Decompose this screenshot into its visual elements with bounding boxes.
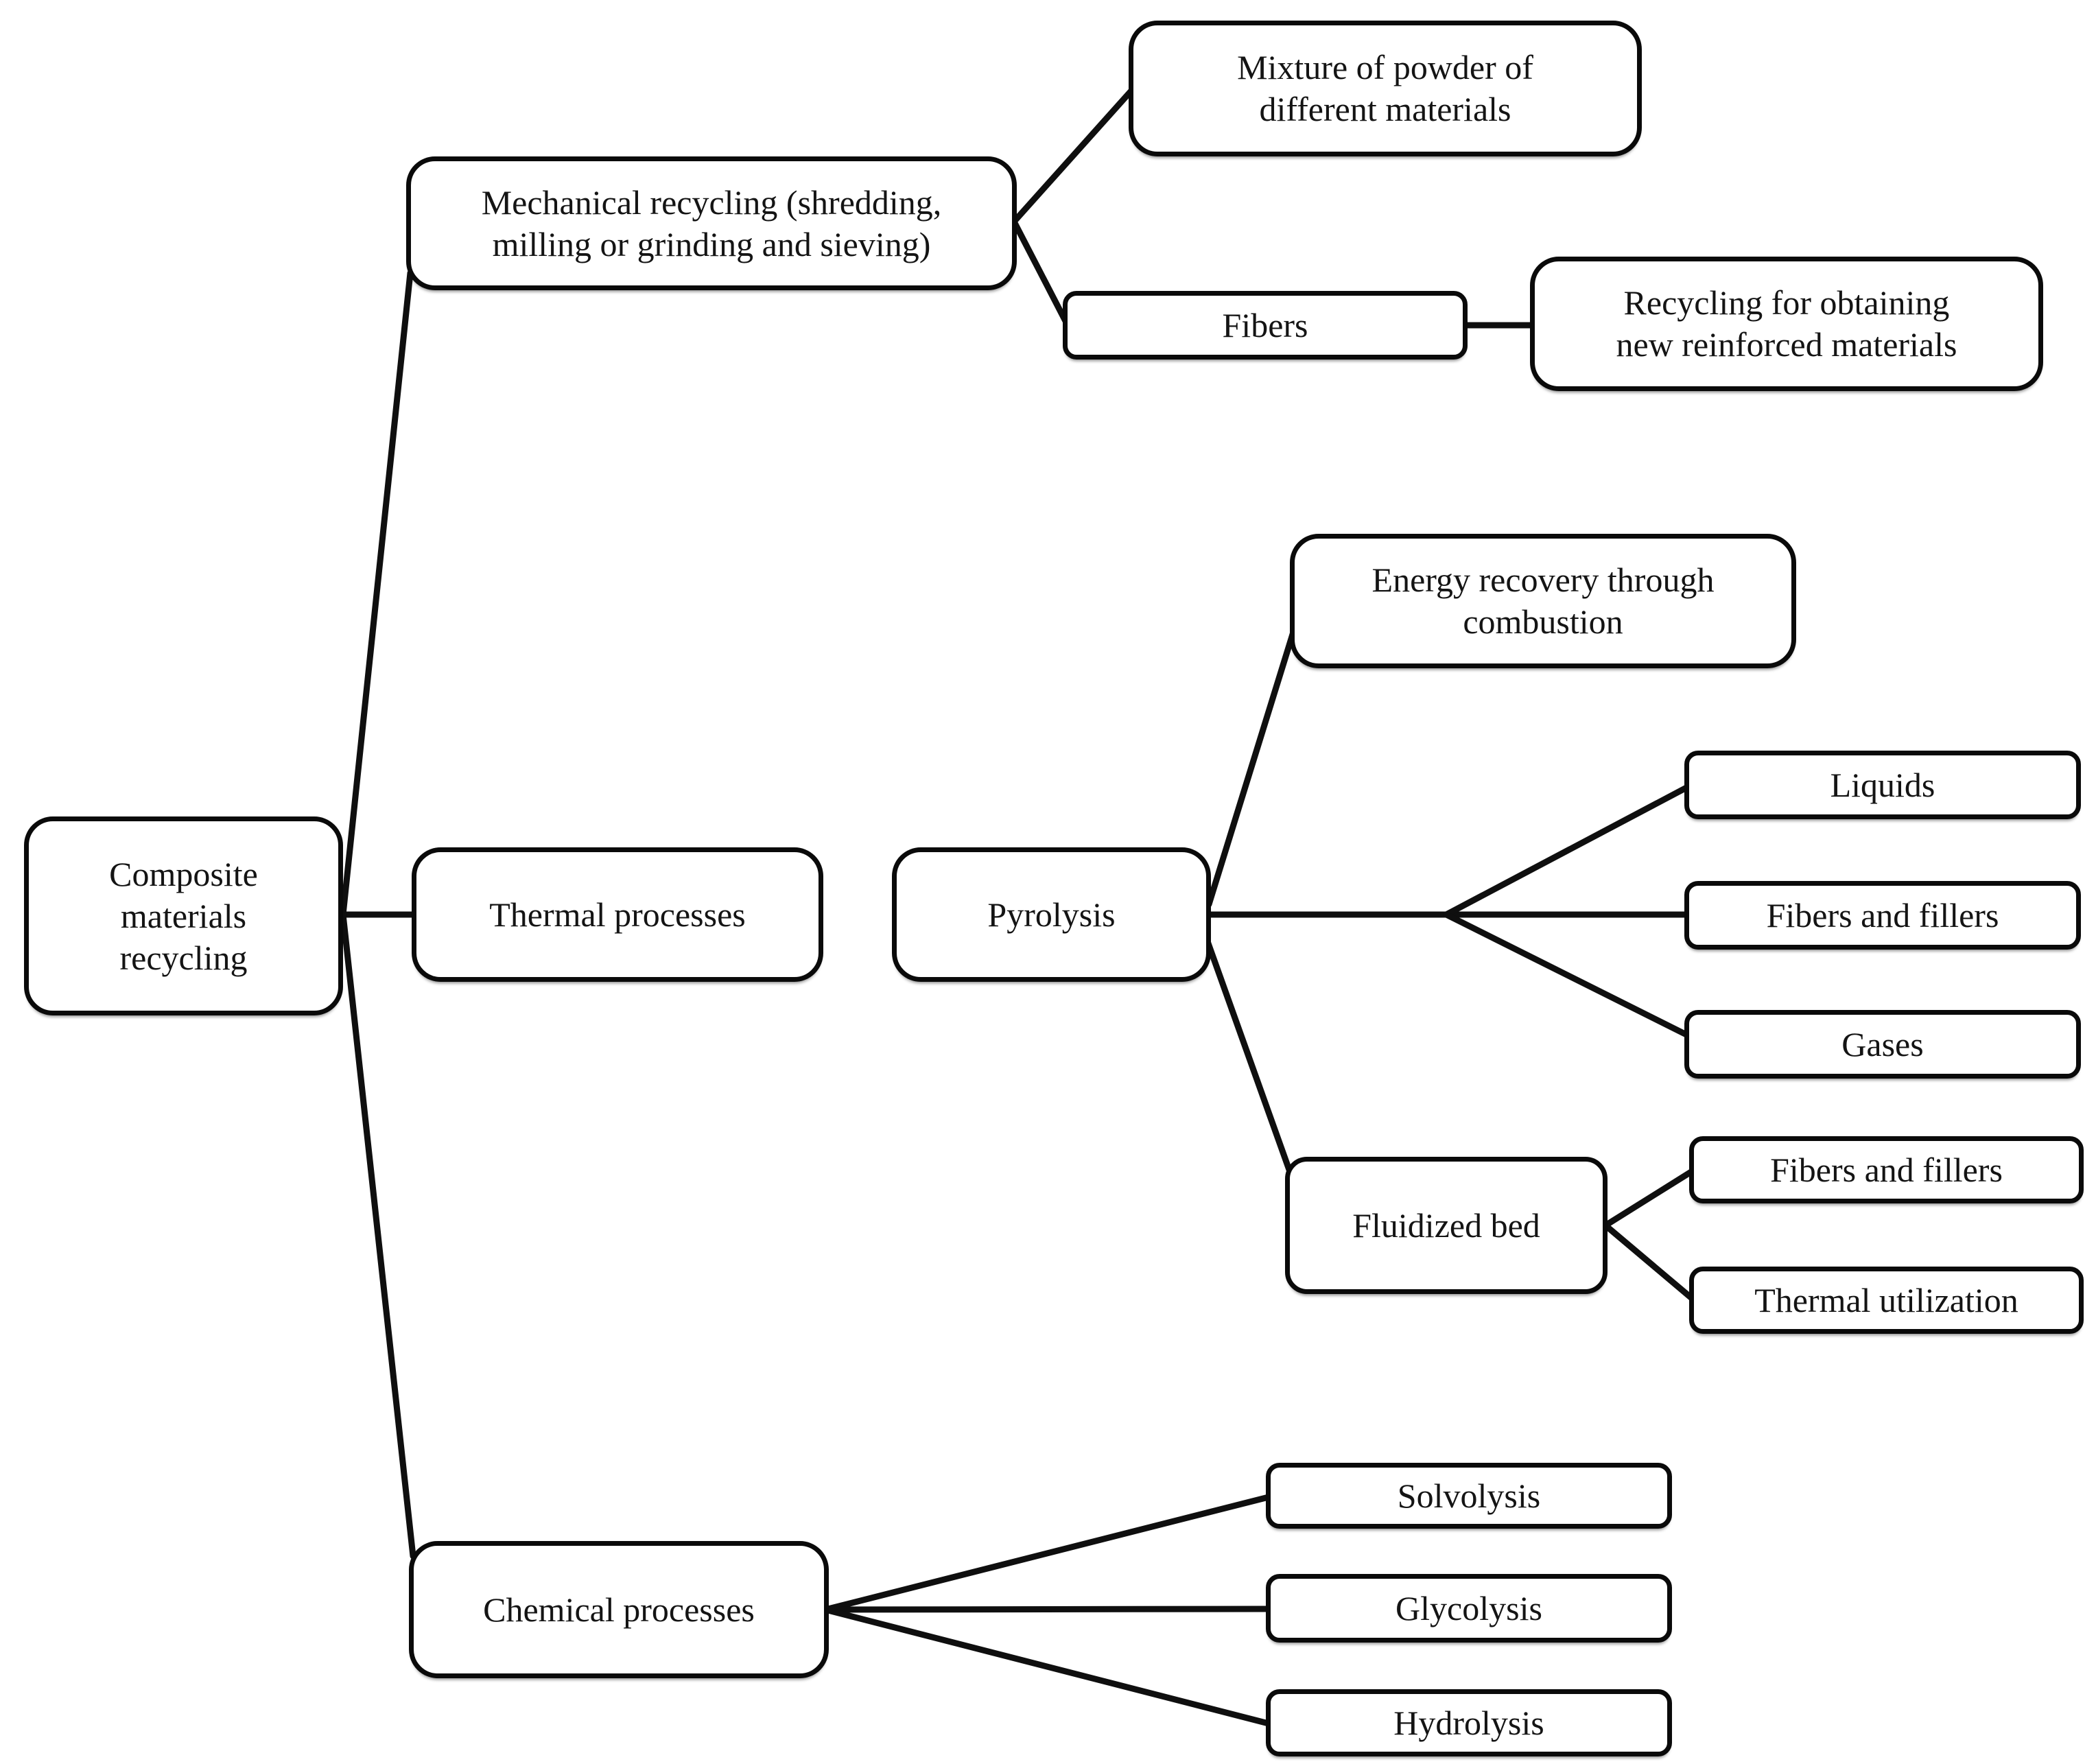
node-energy-recovery: Energy recovery through combustion (1290, 534, 1796, 668)
node-glycolysis: Glycolysis (1266, 1574, 1672, 1643)
connector-root-mechanical (340, 270, 414, 918)
node-recycling-new-reinforced: Recycling for obtaining new reinforced m… (1530, 257, 2043, 391)
node-thermal-processes: Thermal processes (412, 847, 823, 982)
connector-mechanical-fibers (1011, 218, 1069, 325)
node-mixture-of-powder: Mixture of powder of different materials (1129, 21, 1642, 156)
connector-fluidized-fibers-fillers2 (1602, 1167, 1697, 1229)
connector-chemical-solvolysis (822, 1494, 1272, 1613)
connector-root-chemical (340, 911, 416, 1560)
connector-pyrolysis-fluidized (1204, 938, 1293, 1173)
node-fibers-and-fillers-2: Fibers and fillers (1689, 1136, 2084, 1203)
connector-chemical-glycolysis (822, 1606, 1272, 1613)
node-mechanical-recycling: Mechanical recycling (shredding, milling… (406, 156, 1017, 290)
node-thermal-utilization: Thermal utilization (1689, 1267, 2084, 1334)
node-composite-materials-recycling: Composite materials recycling (24, 816, 343, 1015)
node-liquids: Liquids (1684, 751, 2081, 819)
node-fibers-and-fillers: Fibers and fillers (1684, 881, 2081, 950)
connector-fluidized-thermal-utilization (1602, 1222, 1697, 1303)
node-fibers: Fibers (1063, 291, 1468, 360)
node-fluidized-bed: Fluidized bed (1285, 1157, 1608, 1294)
node-gases: Gases (1684, 1010, 2081, 1079)
node-pyrolysis: Pyrolysis (892, 847, 1211, 982)
connector-junction-gases (1443, 911, 1690, 1038)
node-hydrolysis: Hydrolysis (1266, 1689, 1672, 1756)
connector-junction-liquids (1443, 784, 1690, 918)
connector-chemical-hydrolysis (822, 1606, 1272, 1727)
connector-mechanical-mixture (1011, 86, 1135, 225)
connector-pyrolysis-energy (1205, 626, 1297, 908)
node-solvolysis: Solvolysis (1266, 1463, 1672, 1529)
node-chemical-processes: Chemical processes (409, 1541, 829, 1678)
